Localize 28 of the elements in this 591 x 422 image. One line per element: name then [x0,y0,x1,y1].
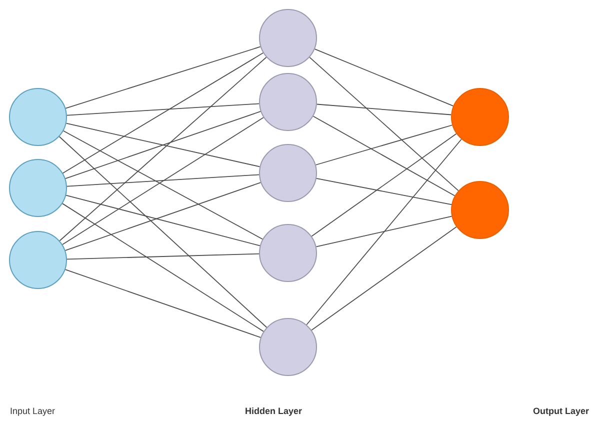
connection-line [314,48,454,106]
connection-line [62,203,264,332]
connection-line [59,56,267,242]
connection-line [65,46,261,109]
connection-line [66,174,260,187]
connection-line [64,269,262,338]
layer-label: Output Layer [532,406,589,416]
connection-line [64,182,262,251]
layer-label: Hidden Layer [245,406,302,416]
connection-line [316,178,452,205]
hidden-neuron [259,9,317,67]
connection-line [311,226,457,331]
connection-line [66,122,260,168]
connection-line [62,52,264,174]
connection-line [66,253,260,260]
connection-line [315,124,453,166]
layer-label: Input Layer [10,406,56,416]
connection-line [311,133,457,237]
connection-line [66,194,260,246]
hidden-neuron [259,318,317,376]
connection-line [309,56,459,192]
connection-line [312,116,456,196]
connection-line [64,110,262,180]
connection-line [58,136,268,328]
connection-line [306,138,462,326]
connection-line [316,104,452,116]
connection-line [316,216,452,248]
connection-line [66,103,260,116]
